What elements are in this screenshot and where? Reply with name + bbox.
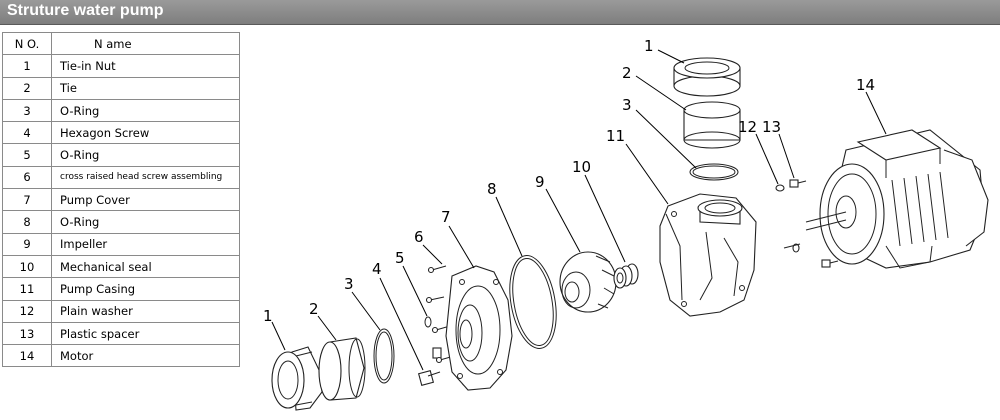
cell-no: 14 xyxy=(2,344,52,368)
column-header-name: N ame xyxy=(51,31,240,56)
callout-7: 7 xyxy=(441,208,451,226)
part-o-ring-large xyxy=(509,255,557,349)
part-motor xyxy=(805,129,989,269)
leader-line xyxy=(402,265,428,317)
leader-line xyxy=(448,225,475,269)
leader-line xyxy=(379,277,424,371)
leader-line xyxy=(495,196,523,257)
leader-line xyxy=(545,188,581,253)
part-plastic-spacer xyxy=(783,179,839,268)
part-plain-washer xyxy=(775,184,800,253)
part-tie-in-nut-lower xyxy=(271,346,323,411)
leader-line xyxy=(635,75,687,111)
callout-13: 13 xyxy=(762,118,781,136)
cell-name: Pump Casing xyxy=(51,277,240,301)
part-hexagon-screw xyxy=(417,369,441,387)
part-pump-cover xyxy=(445,265,513,391)
leader-line xyxy=(755,133,779,185)
page-title: Struture water pump xyxy=(7,2,164,19)
callout-10: 10 xyxy=(572,158,591,176)
part-o-ring-lower xyxy=(373,328,395,384)
callout-8: 8 xyxy=(487,180,497,198)
cell-name: Hexagon Screw xyxy=(51,121,240,145)
callout-2-upper: 2 xyxy=(622,64,632,82)
part-cross-head-screws xyxy=(425,265,481,387)
callout-6: 6 xyxy=(414,228,424,246)
part-tie-upper xyxy=(683,101,741,149)
leader-line xyxy=(778,133,795,179)
title-bar: Struture water pump xyxy=(0,0,1000,25)
leader-line xyxy=(865,91,887,135)
part-pump-casing xyxy=(659,193,757,317)
leader-line xyxy=(422,244,443,265)
part-tie-lower xyxy=(318,337,366,401)
leader-line xyxy=(657,49,685,64)
leader-line xyxy=(635,109,697,169)
part-tie-in-nut-upper xyxy=(673,57,741,97)
callout-11: 11 xyxy=(606,127,625,145)
leader-line xyxy=(317,315,337,341)
callout-1-upper: 1 xyxy=(644,37,654,55)
callout-1-lower: 1 xyxy=(263,307,273,325)
part-impeller xyxy=(559,251,617,313)
leader-line xyxy=(625,143,669,205)
callout-12: 12 xyxy=(738,118,757,136)
leader-line xyxy=(271,321,286,351)
table-header-row: N O. N ame xyxy=(2,31,240,56)
part-o-ring-upper xyxy=(689,163,739,181)
callout-9: 9 xyxy=(535,173,545,191)
cell-name: Tie-in Nut xyxy=(51,54,240,78)
part-mechanical-seal xyxy=(613,263,639,289)
part-o-ring-small xyxy=(424,316,442,359)
cell-name: Motor xyxy=(51,344,240,368)
leader-line xyxy=(351,291,381,331)
leader-line xyxy=(584,174,626,263)
callout-5: 5 xyxy=(395,249,405,267)
callout-14: 14 xyxy=(856,76,875,94)
cell-name: Plain washer xyxy=(51,299,240,323)
callout-3-lower: 3 xyxy=(344,275,354,293)
callout-4: 4 xyxy=(372,260,382,278)
callout-2-lower: 2 xyxy=(309,300,319,318)
callout-3-upper: 3 xyxy=(622,96,632,114)
